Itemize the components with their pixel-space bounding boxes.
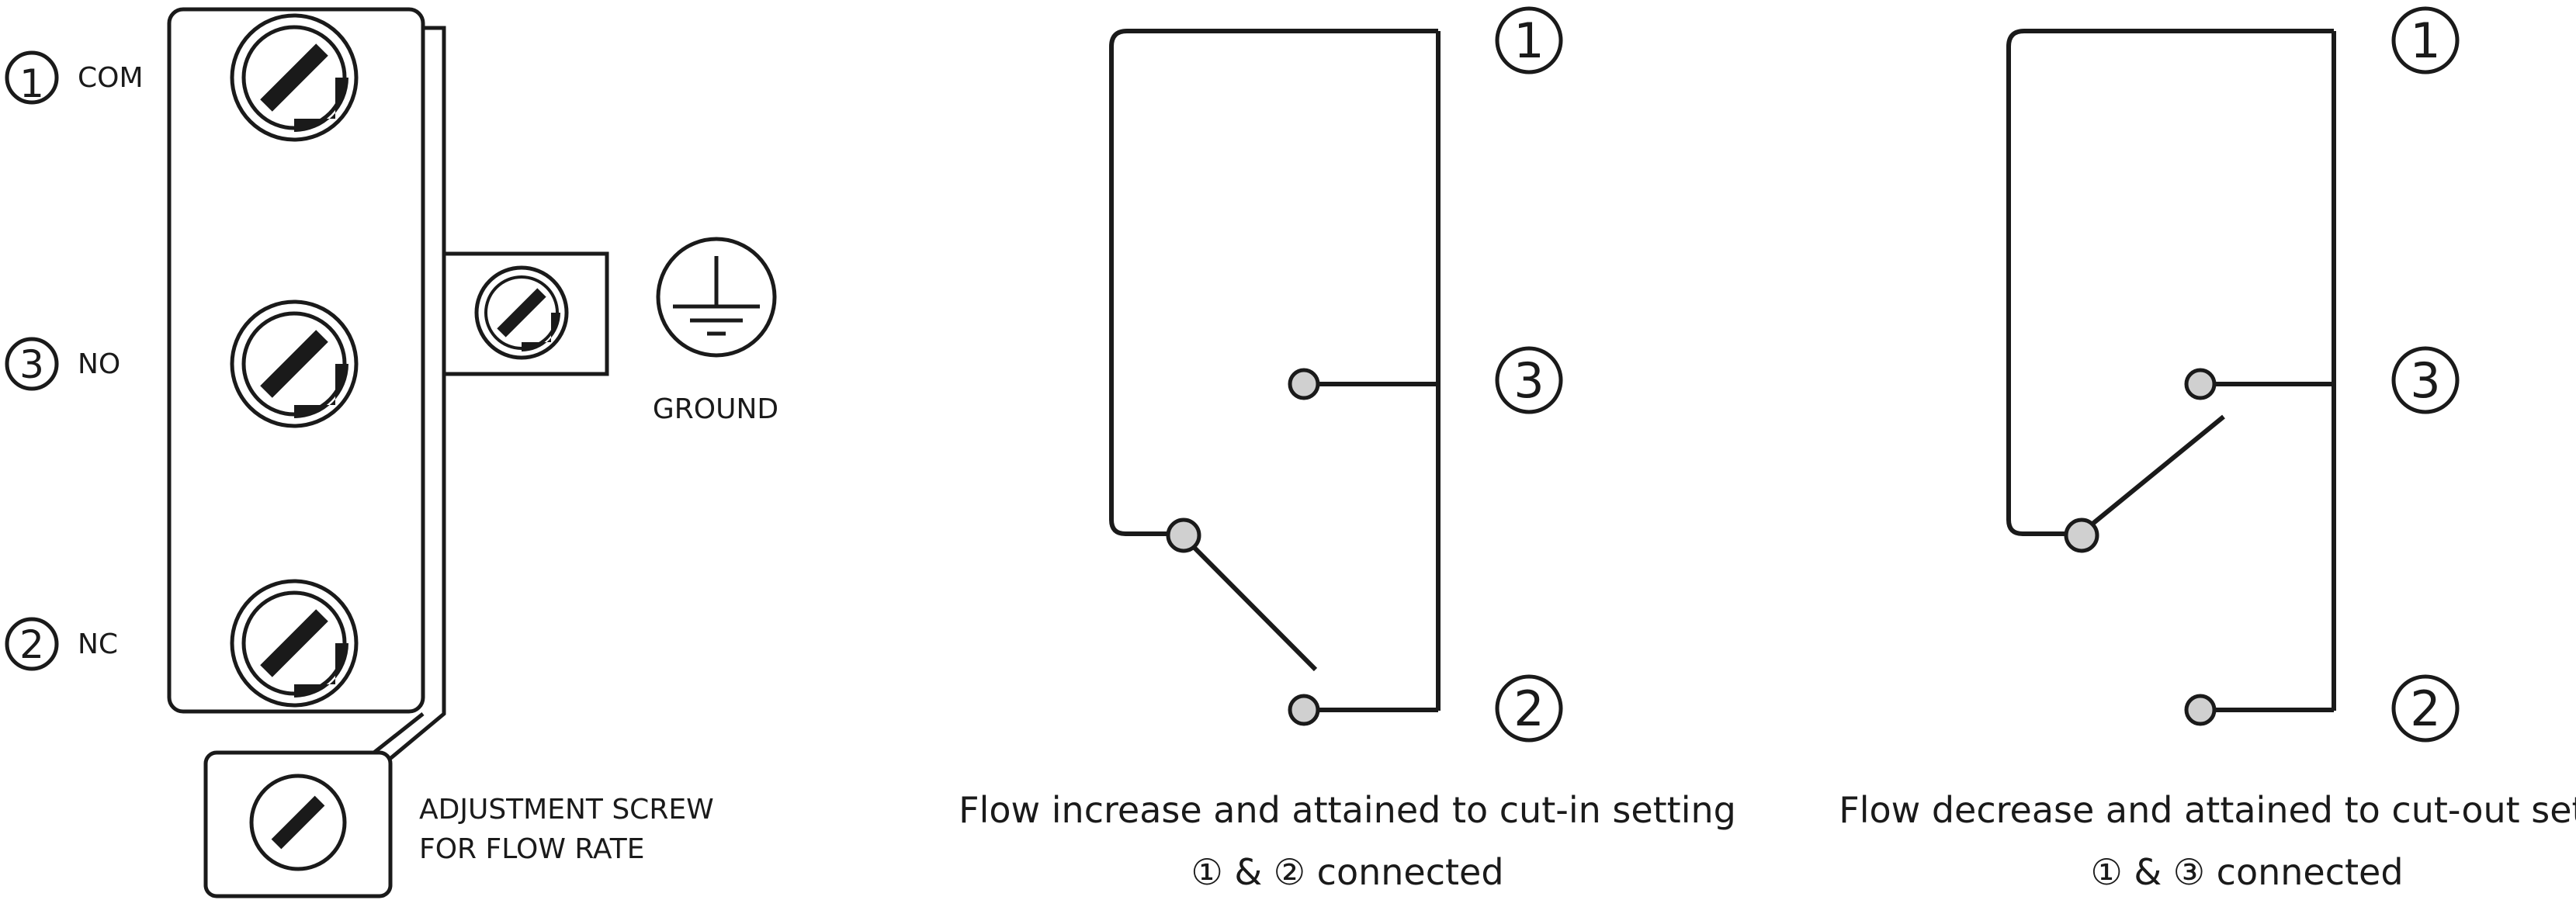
- ground-icon: [656, 237, 777, 358]
- switch-diagram-cut-in: 1 3 2 Flow increase and attained to cut-…: [959, 6, 1736, 893]
- contact-point: [2184, 368, 2217, 400]
- terminal-number-circle: [5, 337, 59, 391]
- diagram-caption: Flow increase and attained to cut-in set…: [959, 789, 1736, 831]
- terminal-number-circle: [1495, 674, 1563, 743]
- terminal-number: 1: [2410, 12, 2440, 69]
- diagram-connection: ① & ② connected: [1191, 851, 1503, 893]
- terminal-number: 3: [19, 342, 44, 387]
- adjustment-label-line2: FOR FLOW RATE: [419, 833, 644, 865]
- contact-point: [1166, 518, 1201, 553]
- screw-icon: [232, 302, 356, 426]
- com-wire: [1109, 29, 1438, 536]
- terminal-number: 2: [2410, 680, 2440, 737]
- terminal-label: NC: [78, 628, 118, 660]
- terminal-number: 1: [19, 61, 44, 106]
- screw-icon: [232, 16, 356, 140]
- terminal-number: 2: [19, 622, 44, 667]
- screw-icon: [477, 268, 567, 358]
- terminal-number: 3: [2410, 352, 2440, 409]
- com-wire: [2006, 29, 2334, 536]
- terminal-number: 1: [1513, 12, 1544, 69]
- switch-diagram-cut-out: 1 3 2 Flow decrease and attained to cut-…: [1839, 6, 2576, 893]
- switch-lever: [2090, 414, 2225, 527]
- terminal-number-circle: [2391, 674, 2460, 743]
- terminal-label: NO: [78, 348, 120, 380]
- terminal-number-circle: [2391, 6, 2460, 74]
- terminal-number-circle: [5, 617, 59, 671]
- ground-label: GROUND: [653, 393, 778, 425]
- switch-lever: [1189, 542, 1318, 672]
- screw-icon: [232, 581, 356, 705]
- contact-point: [2064, 518, 2099, 553]
- contact-point: [2184, 694, 2217, 726]
- terminal-number-circle: [1495, 6, 1563, 74]
- adjustment-label-line1: ADJUSTMENT SCREW: [419, 794, 714, 826]
- diagram-connection: ① & ③ connected: [2090, 851, 2403, 893]
- screw-icon: [249, 774, 347, 871]
- terminal-number-circle: [2391, 346, 2460, 414]
- terminal-legend-nc: 2 NC: [5, 617, 118, 671]
- terminal-legend-no: 3 NO: [5, 337, 120, 391]
- terminal-number-circle: [5, 50, 59, 105]
- terminal-number: 2: [1513, 680, 1544, 737]
- bracket-edge: [369, 712, 425, 756]
- diagram-caption: Flow decrease and attained to cut-out se…: [1839, 789, 2576, 831]
- contact-point: [1288, 694, 1320, 726]
- contact-point: [1288, 368, 1320, 400]
- terminal-number: 3: [1513, 352, 1544, 409]
- terminal-number-circle: [1495, 346, 1563, 414]
- terminal-label: COM: [78, 62, 144, 94]
- terminal-legend-com: 1 COM: [5, 50, 144, 106]
